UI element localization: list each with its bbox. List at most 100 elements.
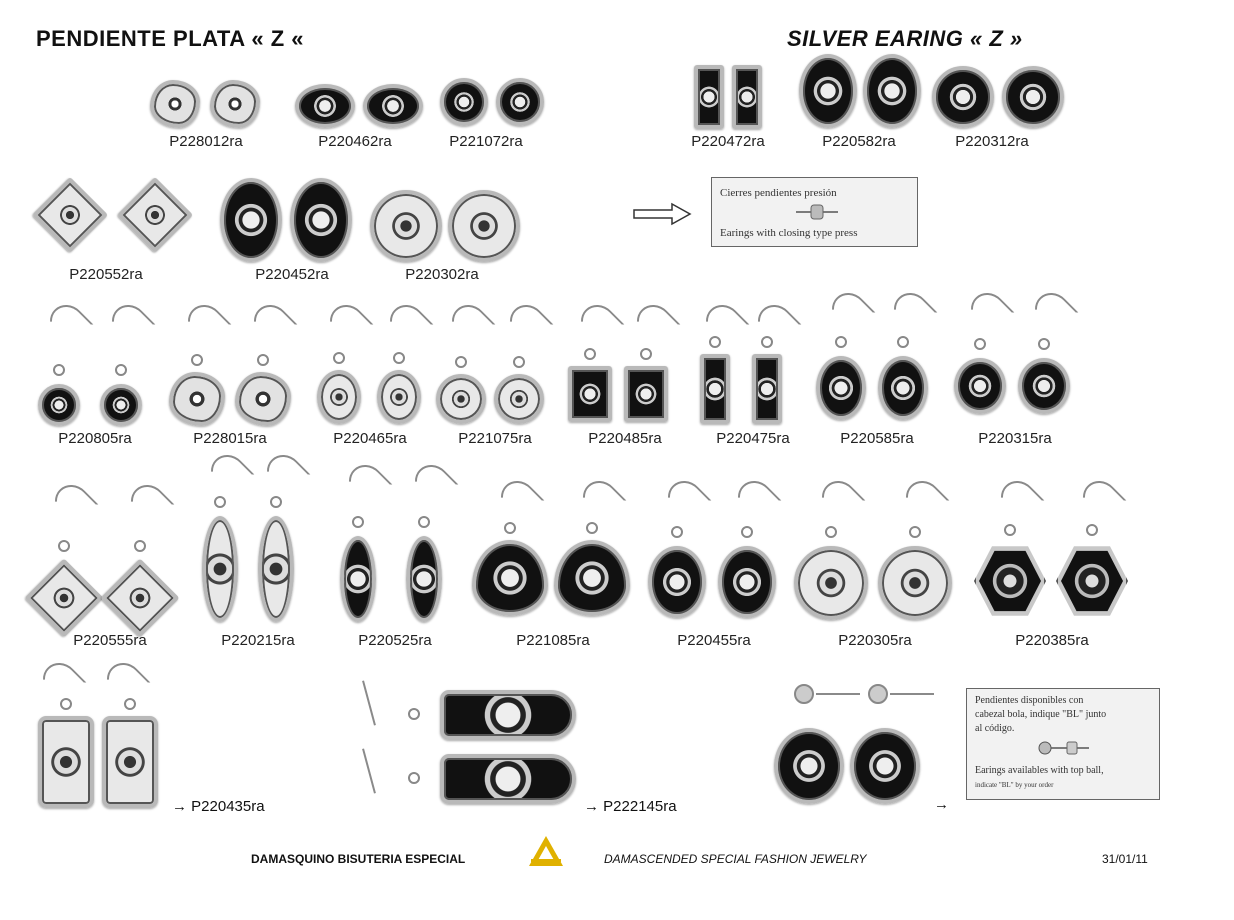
product-P220315ra[interactable]: P220315ra [950,285,1080,448]
product-code: P220215ra [221,632,295,649]
product-P220485ra[interactable]: P220485ra [560,297,690,448]
product-ball-top-earring[interactable]: → [770,680,960,820]
ring-right [134,540,146,552]
earring-right [102,716,158,808]
ball-note-line2: cabezal bola, indique "BL" junto [975,709,1107,720]
product-P220552ra[interactable]: P220552ra [30,176,200,286]
hook-left [341,457,393,509]
ball-right [868,684,888,704]
earring-left [202,516,238,622]
earring-left [974,546,1046,616]
title-spanish: PENDIENTE PLATA « Z « [36,26,305,51]
product-code: P220475ra [716,430,790,447]
product-code: P220555ra [73,632,147,649]
earring-left [436,374,486,424]
post-right [890,693,934,695]
product-P222145ra[interactable]: → P222145ra [358,676,698,820]
product-P221075ra[interactable]: P221075ra [430,297,560,448]
ball-note-line5: indicate "BL" by your order [975,781,1054,789]
product-P228012ra[interactable]: P228012ra [148,78,268,150]
ring-top [408,708,420,720]
product-P220312ra[interactable]: P220312ra [930,64,1070,150]
product-P220585ra[interactable]: P220585ra [812,285,942,448]
ball-note-line1: Pendientes disponibles con [975,695,1084,706]
product-P221072ra[interactable]: P221072ra [438,78,548,150]
earring-right [210,80,260,128]
product-P228015ra[interactable]: P228015ra [165,297,298,448]
ball-left [794,684,814,704]
earring-left [700,354,730,424]
ring-right [897,336,909,348]
product-code: P220525ra [358,632,432,649]
product-code: → P220435ra [172,798,265,815]
product-P220582ra[interactable]: P220582ra [797,52,927,150]
product-P220475ra[interactable]: P220475ra [688,297,818,448]
product-code: P220552ra [69,266,143,283]
hook-right [123,477,175,529]
earring-left [150,80,200,128]
hook-left [993,473,1045,525]
ring-left [584,348,596,360]
hook-bottom [362,748,376,794]
earring-right [100,384,142,426]
product-P220555ra[interactable]: P220555ra [24,477,190,650]
earring-right [1002,66,1064,128]
product-code: P228012ra [169,133,243,150]
product-P220455ra[interactable]: P220455ra [644,473,784,650]
hook-right [730,473,782,525]
product-code: P220465ra [333,430,407,447]
ring-right [1038,338,1050,350]
product-P221085ra[interactable]: P221085ra [468,473,638,650]
earring-right [1056,546,1128,616]
earring-right [406,536,442,622]
earring-right [258,516,294,622]
ring-left [60,698,72,710]
ball-note-line3: al código. [975,723,1015,734]
title-english: SILVER EARING « Z » [787,26,1023,51]
product-P220462ra[interactable]: P220462ra [295,78,425,150]
earring-left [169,372,225,426]
earring-left [774,728,844,804]
ring-right [257,354,269,366]
hook-right [246,297,298,349]
press-clasp-icon [796,204,838,220]
product-P220805ra[interactable]: P220805ra [30,297,160,448]
footer-date: 31/01/11 [1102,852,1148,866]
product-P220472ra[interactable]: P220472ra [686,65,776,150]
earring-right [1018,358,1070,414]
hook-left [814,473,866,525]
product-P220435ra[interactable]: → P220435ra [30,655,300,820]
hook-right [1027,285,1079,337]
earring-left [694,65,724,129]
ring-left [671,526,683,538]
earring-right [863,54,921,128]
product-P220305ra[interactable]: P220305ra [790,473,960,650]
earring-left [38,716,94,808]
product-code: P220462ra [318,133,392,150]
product-P220525ra[interactable]: P220525ra [330,457,460,650]
hook-left [573,297,625,349]
hook-right [898,473,950,525]
earring-left [932,66,994,128]
hook-left [180,297,232,349]
hook-top [362,680,376,726]
closure-note-es: Cierres pendientes presión [720,187,837,199]
arrow-right-icon [633,202,692,226]
post-left [816,693,860,695]
product-P220452ra[interactable]: P220452ra [218,176,358,286]
earring-right [448,190,520,262]
hook-right [259,447,311,499]
earring-left [295,84,355,128]
ring-left [825,526,837,538]
ring-right [393,352,405,364]
ring-right [761,336,773,348]
ring-left [352,516,364,528]
product-P220385ra[interactable]: P220385ra [970,473,1134,650]
product-P220465ra[interactable]: P220465ra [305,297,435,448]
product-code: P220472ra [691,133,765,150]
ring-right [640,348,652,360]
hook-right [104,297,156,349]
product-P220302ra[interactable]: P220302ra [368,188,524,286]
product-P220215ra[interactable]: P220215ra [196,447,320,650]
closure-note-en: Earings with closing type press [720,227,858,239]
